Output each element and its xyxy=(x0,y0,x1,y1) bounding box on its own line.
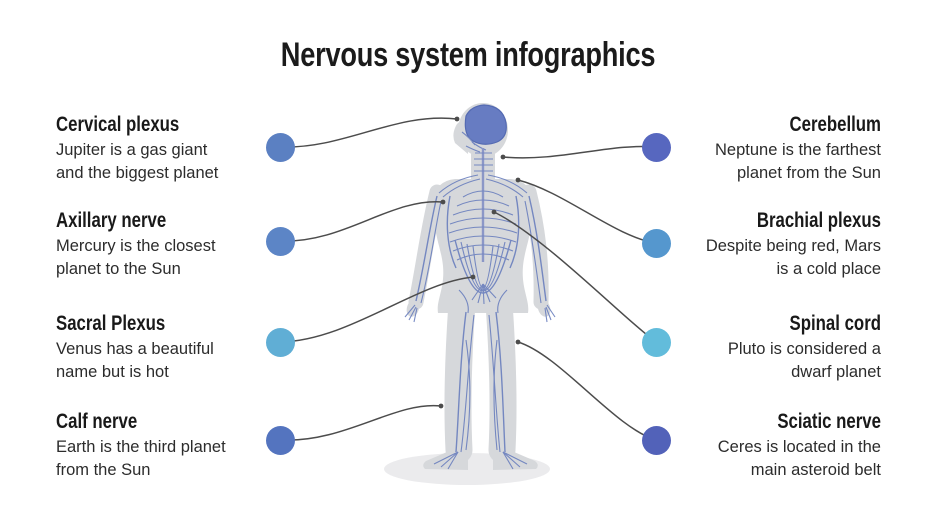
brain xyxy=(464,104,507,145)
connector-cervical-plexus xyxy=(280,117,458,148)
item-description: Ceres is located in the main asteroid be… xyxy=(717,438,881,479)
item-heading: Sciatic nerve xyxy=(777,410,881,433)
item-heading: Cervical plexus xyxy=(56,113,180,136)
anchor-dot-cervical-plexus xyxy=(454,116,460,122)
nerve-network xyxy=(404,104,556,470)
item-description: Mercury is the closest planet to the Sun xyxy=(56,237,216,278)
bullet-dot-sciatic-nerve xyxy=(642,426,671,455)
item-heading: Calf nerve xyxy=(56,410,138,433)
arm-nerves-right xyxy=(524,195,556,323)
label-item-sciatic-nerve: Sciatic nerve Ceres is located in the ma… xyxy=(649,411,881,482)
anchor-dot-brachial-plexus xyxy=(515,177,521,183)
item-heading: Cerebellum xyxy=(789,113,882,136)
label-item-cervical-plexus: Cervical plexus Jupiter is a gas giant a… xyxy=(56,114,288,185)
anchor-dot-sacral-plexus xyxy=(470,274,476,280)
leg-nerves-right xyxy=(488,311,528,470)
sacral-plexus-fan xyxy=(454,239,512,305)
arm-right xyxy=(521,184,549,310)
item-description: Pluto is considered a dwarf planet xyxy=(727,340,881,381)
anchor-dot-spinal-cord xyxy=(491,209,497,215)
leg-right xyxy=(485,289,517,464)
item-description: Despite being red, Mars is a cold place xyxy=(705,237,881,278)
connector-axillary-nerve xyxy=(280,201,444,242)
bullet-dot-cerebellum xyxy=(642,133,671,162)
item-heading: Axillary nerve xyxy=(56,209,167,232)
label-item-axillary-nerve: Axillary nerve Mercury is the closest pl… xyxy=(56,210,288,281)
connector-calf-nerve xyxy=(280,404,442,441)
anchor-dot-axillary-nerve xyxy=(440,199,446,205)
item-description: Venus has a beautiful name but is hot xyxy=(56,340,214,381)
leg-left xyxy=(444,289,476,464)
item-heading: Brachial plexus xyxy=(756,209,881,232)
bullet-dot-sacral-plexus xyxy=(266,328,295,357)
connector-sacral-plexus xyxy=(280,276,474,343)
connector-lines xyxy=(280,117,657,441)
item-heading: Spinal cord xyxy=(789,312,881,335)
connector-brachial-plexus xyxy=(517,179,657,244)
anchor-dot-calf-nerve xyxy=(438,403,444,409)
anchor-dot-cerebellum xyxy=(500,154,506,160)
label-item-spinal-cord: Spinal cord Pluto is considered a dwarf … xyxy=(649,313,881,384)
bullet-dot-brachial-plexus xyxy=(642,229,671,258)
label-item-sacral-plexus: Sacral Plexus Venus has a beautiful name… xyxy=(56,313,288,384)
label-item-calf-nerve: Calf nerve Earth is the third planet fro… xyxy=(56,411,288,482)
label-item-cerebellum: Cerebellum Neptune is the farthest plane… xyxy=(649,114,881,185)
connector-spinal-cord xyxy=(493,211,657,343)
leg-nerves-left xyxy=(433,311,475,470)
bullet-dot-calf-nerve xyxy=(266,426,295,455)
hand-right xyxy=(537,299,551,317)
connector-sciatic-nerve xyxy=(517,341,657,441)
page-title-text: Nervous system infographics xyxy=(281,36,656,74)
item-description: Jupiter is a gas giant and the biggest p… xyxy=(56,141,219,182)
anchor-dot-sciatic-nerve xyxy=(515,339,521,345)
connector-cerebellum xyxy=(502,145,657,159)
item-description: Neptune is the farthest planet from the … xyxy=(714,141,881,182)
bullet-dot-axillary-nerve xyxy=(266,227,295,256)
page-title: Nervous system infographics xyxy=(0,36,937,75)
item-heading: Sacral Plexus xyxy=(56,312,166,335)
connector-anchor-dots xyxy=(438,116,521,409)
label-item-brachial-plexus: Brachial plexus Despite being red, Mars … xyxy=(649,210,881,281)
bullet-dot-cervical-plexus xyxy=(266,133,295,162)
item-description: Earth is the third planet from the Sun xyxy=(56,438,226,479)
bullet-dot-spinal-cord xyxy=(642,328,671,357)
